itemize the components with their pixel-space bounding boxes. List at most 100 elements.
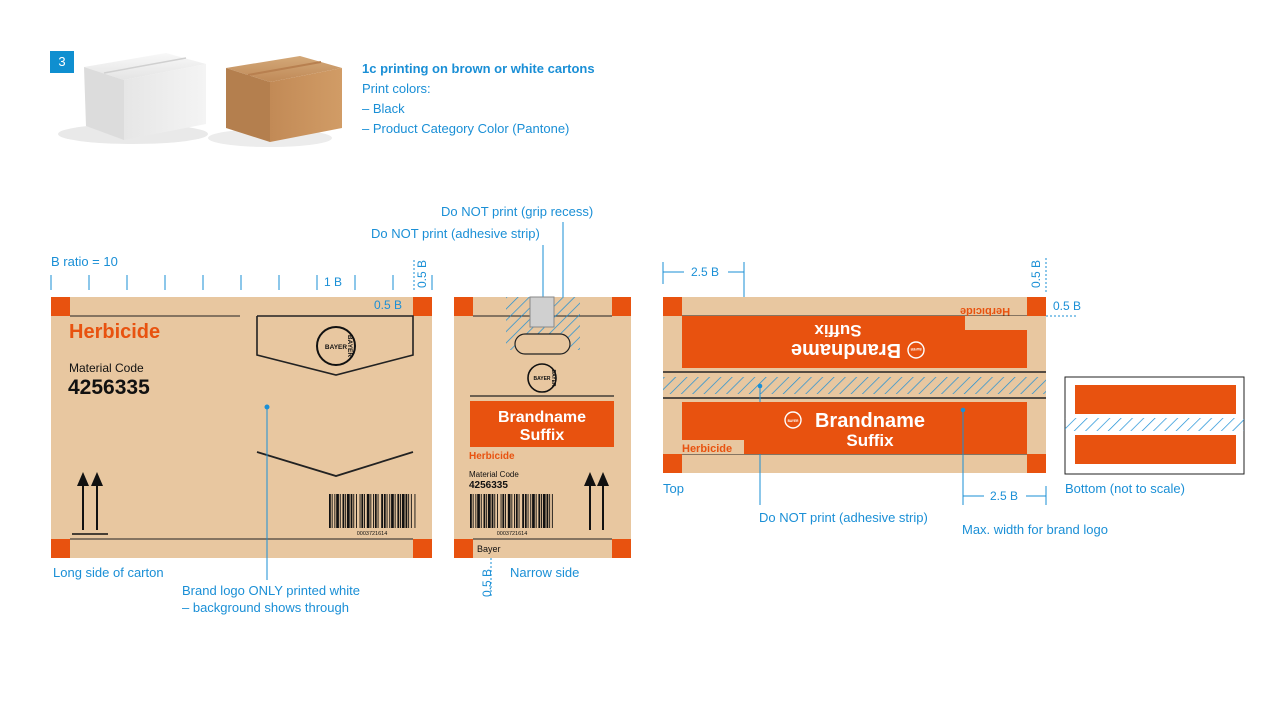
adhesive-strip-note: Do NOT print (adhesive strip)	[371, 226, 540, 241]
corner-marker	[612, 297, 631, 316]
barcode-bar	[342, 494, 345, 528]
barcode-bar	[383, 494, 386, 528]
barcode-number: 0003721614	[357, 531, 388, 537]
barcode-bar	[515, 494, 518, 528]
barcode-bar	[542, 494, 546, 528]
bottom-side-panel: Bottom (not to scale)	[1064, 376, 1245, 496]
barcode-bar	[350, 494, 353, 528]
barcode-number: 0003721614	[497, 531, 528, 537]
barcode-bar	[405, 494, 408, 528]
barcode-bar	[386, 494, 388, 528]
bottom-caption: Bottom (not to scale)	[1065, 481, 1185, 496]
material-code-value: 4256335	[68, 376, 150, 399]
barcode-bar	[334, 494, 336, 528]
corner-marker	[1027, 454, 1046, 473]
logo-note-line2: – background shows through	[182, 600, 349, 615]
barcode-bar	[377, 494, 379, 528]
barcode-bar	[535, 494, 537, 528]
barcode-bar	[524, 494, 527, 528]
barcode-bar	[359, 494, 361, 528]
barcode-bar	[339, 494, 341, 528]
barcode-bar	[546, 494, 549, 528]
barcode-bar	[497, 494, 498, 528]
barcode-bar	[400, 494, 401, 528]
category-tab-lower	[682, 440, 744, 454]
bottom-band-upper	[1075, 385, 1236, 414]
bayer-logo: BAYER BAYER	[316, 326, 356, 366]
adhesive-strip-note: Do NOT print (adhesive strip)	[759, 510, 928, 525]
top-caption: Top	[663, 481, 684, 496]
upside-down-brand-logo: BAYER Brandname Suffix Herbicide	[791, 305, 1010, 361]
barcode-bar	[530, 494, 532, 528]
barcode-bar	[336, 494, 339, 528]
barcode-bar	[551, 494, 553, 528]
narrow-side-footer: Bayer	[477, 544, 501, 554]
brand-name: Brandname	[498, 409, 586, 426]
barcode-bar	[477, 494, 480, 528]
corner-marker	[454, 297, 473, 316]
barcode-bar	[475, 494, 477, 528]
intro-line: Print colors:	[362, 81, 431, 96]
grip-recess-note: Do NOT print (grip recess)	[441, 204, 593, 219]
b-ratio-ticks	[50, 260, 433, 292]
category-tab-upper	[965, 316, 1027, 330]
dim-05b-inner-label: 0.5 B	[374, 298, 402, 312]
bottom-flap-line	[256, 451, 414, 477]
material-code-label: Material Code	[69, 361, 144, 375]
barcode-bar	[397, 494, 400, 528]
bayer-logo-text: BAYER	[533, 376, 550, 382]
barcode-bar	[331, 494, 333, 528]
barcode-bar	[373, 494, 374, 528]
barcode-bar	[470, 494, 472, 528]
barcode-bar	[374, 494, 377, 528]
barcode-bar	[507, 494, 511, 528]
barcode-bar	[514, 494, 515, 528]
top-category-upper: Herbicide	[960, 305, 1010, 317]
barcode-bar	[491, 494, 494, 528]
corner-marker	[51, 539, 70, 558]
grip-recess-shape	[529, 296, 555, 328]
intro-title: 1c printing on brown or white cartons	[362, 61, 595, 76]
material-code-label: Material Code	[469, 470, 519, 479]
barcode-bar	[370, 494, 372, 528]
white-carton-image	[58, 53, 208, 144]
top-flap-outline	[256, 315, 414, 376]
corner-marker	[663, 297, 682, 316]
long-side-panel: B ratio = 10 1 B 0.5 B 0.5 B	[50, 254, 433, 615]
this-side-up-icon	[584, 472, 609, 530]
bayer-logo-text-vertical: BAYER	[346, 335, 353, 357]
barcode-bar	[329, 494, 331, 528]
brand-name: Brandname	[791, 339, 901, 361]
barcode-bar	[522, 494, 524, 528]
barcode-bar	[361, 494, 364, 528]
barcode-bar	[532, 494, 535, 528]
barcode-bar	[394, 494, 396, 528]
dim-25b-bottom-label: 2.5 B	[990, 489, 1018, 503]
barcode-bar	[401, 494, 405, 528]
bottom-band-lower	[1075, 435, 1236, 464]
brand-suffix: Suffix	[846, 431, 894, 450]
barcode-bar	[541, 494, 542, 528]
barcode-bar	[381, 494, 383, 528]
dim-05b-right-label: 0.5 B	[1053, 299, 1081, 313]
barcode	[470, 494, 553, 528]
max-width-note: Max. width for brand logo	[962, 522, 1108, 537]
barcode-bar	[505, 494, 506, 528]
bayer-logo: BAYER	[784, 411, 802, 429]
barcode-bar	[391, 494, 394, 528]
narrow-side-caption: Narrow side	[510, 565, 579, 580]
barcode-bar	[480, 494, 482, 528]
barcode-bar	[500, 494, 502, 528]
barcode-bar	[538, 494, 541, 528]
bayer-logo-text-vertical: BAYER	[550, 369, 556, 386]
brown-carton-image	[208, 56, 342, 147]
intro-line: – Black	[362, 101, 405, 116]
barcode-bar	[486, 494, 488, 528]
long-side-caption: Long side of carton	[53, 565, 164, 580]
corner-marker	[413, 539, 432, 558]
long-side-category: Herbicide	[69, 321, 160, 343]
bayer-logo-text: BAYER	[325, 344, 347, 351]
barcode-bar	[483, 494, 486, 528]
corner-marker	[1027, 297, 1046, 316]
